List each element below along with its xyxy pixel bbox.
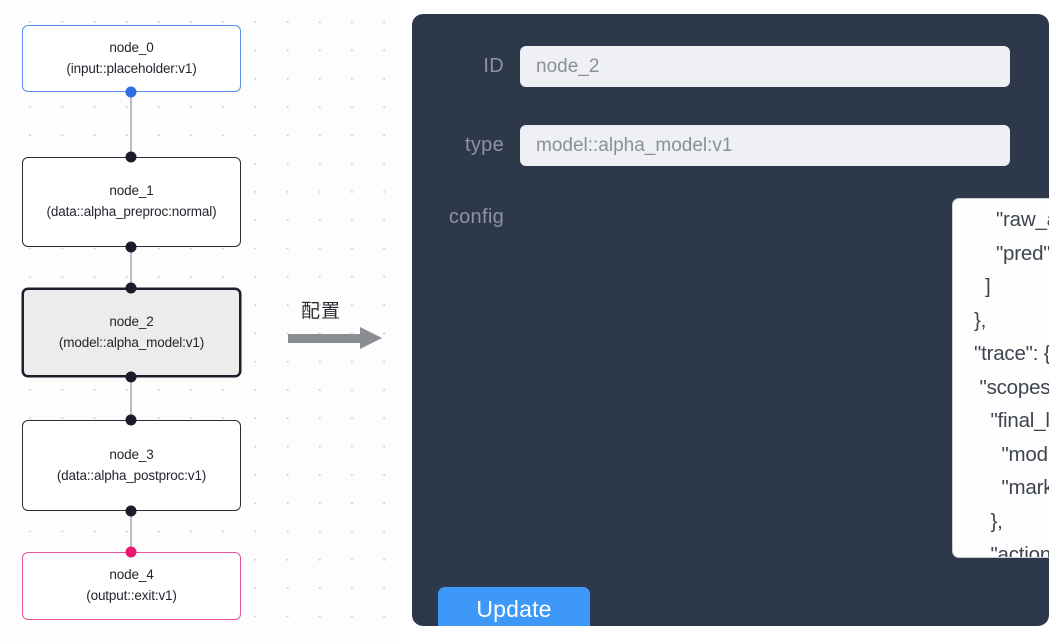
node-subtitle: (model::alpha_model:v1): [58, 334, 205, 350]
node-handle-node_2-target[interactable]: [125, 282, 137, 294]
node-handle-node_1-target[interactable]: [125, 151, 137, 163]
field-row-id: ID: [412, 46, 1010, 87]
arrow-shaft-icon: [288, 334, 362, 343]
node-subtitle: (data::alpha_preproc:normal): [46, 204, 217, 219]
graph-node-node_0[interactable]: node_0 (input::placeholder:v1): [22, 25, 241, 92]
field-row-config: config: [412, 206, 520, 229]
transition-arrow: 配置: [288, 296, 398, 358]
graph-node-node_2[interactable]: node_2 (model::alpha_model:v1): [22, 288, 241, 377]
type-field-label: type: [464, 134, 504, 156]
edge-node2-node3: [130, 377, 132, 420]
node-handle-node_2-source[interactable]: [125, 371, 137, 383]
node-title: node_4: [109, 567, 154, 583]
config-field-label: config: [448, 206, 504, 228]
edge-node0-node1: [130, 92, 132, 157]
edge-node1-node2: [130, 247, 132, 288]
id-input[interactable]: [520, 46, 1010, 87]
graph-canvas[interactable]: node_0 (input::placeholder:v1) node_1 (d…: [0, 0, 400, 643]
graph-node-node_4[interactable]: node_4 (output::exit:v1): [22, 552, 241, 620]
node-subtitle: (output::exit:v1): [86, 588, 177, 603]
type-input[interactable]: [520, 125, 1010, 166]
field-row-type: type: [412, 125, 1010, 166]
graph-node-node_1[interactable]: node_1 (data::alpha_preproc:normal): [22, 157, 241, 247]
config-textarea-content[interactable]: "raw_action", "pred" ] }, "trace": { "sc…: [973, 208, 1049, 557]
panel-body: ID type config "raw_action", "pred" ] },…: [412, 14, 1049, 626]
node-title: node_1: [109, 183, 154, 199]
node-title: node_3: [109, 446, 154, 462]
node-properties-panel: ID type config "raw_action", "pred" ] },…: [412, 14, 1049, 626]
node-subtitle: (data::alpha_postproc:v1): [56, 467, 207, 483]
node-title: node_2: [109, 313, 154, 329]
node-handle-node_0-source[interactable]: [125, 86, 137, 98]
node-title: node_0: [109, 39, 154, 55]
node-handle-node_4-target[interactable]: [125, 546, 137, 558]
node-handle-node_3-source[interactable]: [125, 505, 137, 517]
id-field-label: ID: [483, 55, 504, 77]
node-subtitle: (input::placeholder:v1): [66, 60, 197, 76]
edge-node3-node4: [130, 511, 132, 552]
graph-node-node_3[interactable]: node_3 (data::alpha_postproc:v1): [22, 420, 241, 511]
update-button[interactable]: Update: [438, 587, 590, 626]
config-textarea[interactable]: "raw_action", "pred" ] }, "trace": { "sc…: [952, 198, 1049, 558]
arrow-head-icon: [360, 327, 382, 349]
node-handle-node_1-source[interactable]: [125, 241, 137, 253]
node-handle-node_3-target[interactable]: [125, 414, 137, 426]
arrow-label: 配置: [301, 300, 342, 322]
